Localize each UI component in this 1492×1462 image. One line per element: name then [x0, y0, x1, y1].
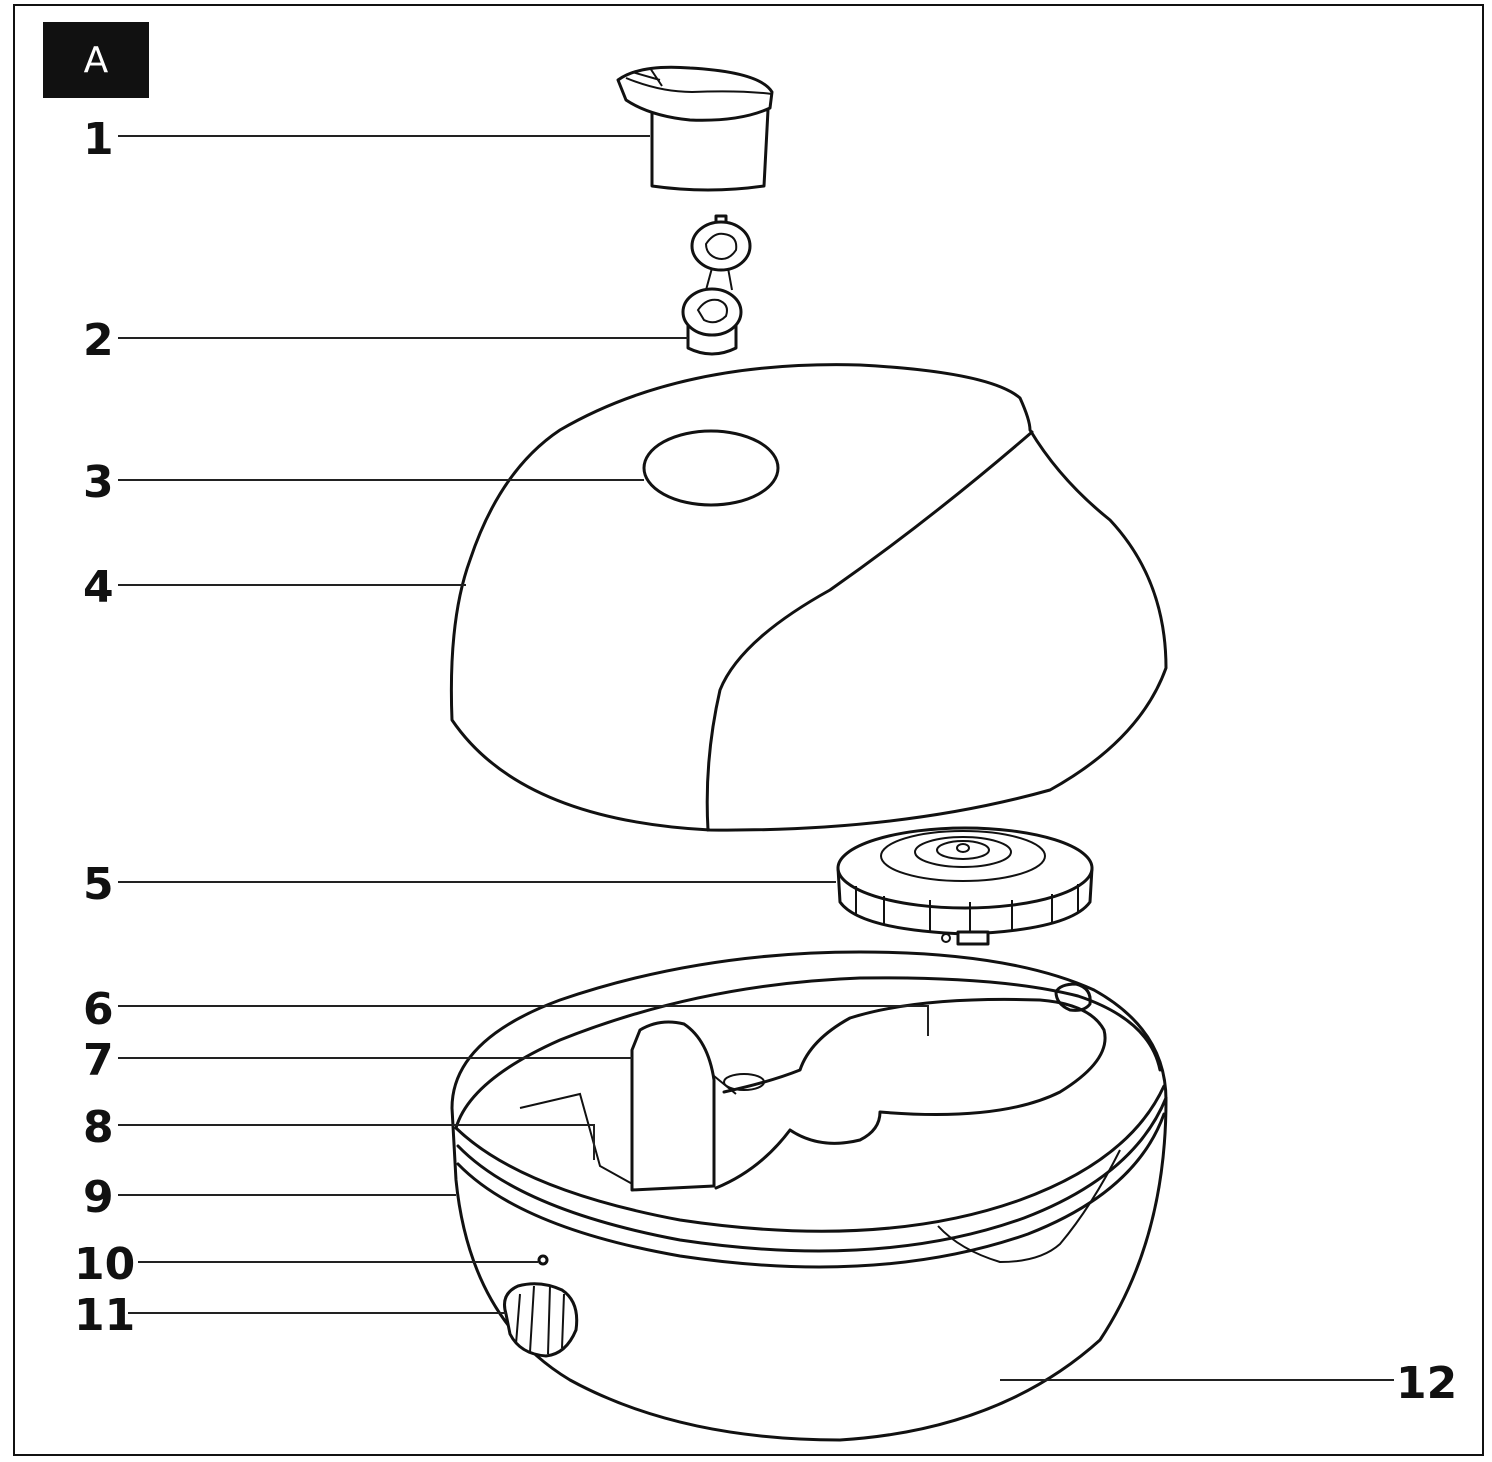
- callout-9: 9: [83, 1172, 114, 1223]
- part-refill-cap: [616, 65, 774, 192]
- part-base-tank: [450, 950, 1168, 1442]
- part-cover: [449, 363, 1168, 832]
- callout-5: 5: [83, 859, 114, 910]
- callout-4: 4: [83, 562, 114, 613]
- callout-7: 7: [83, 1035, 114, 1086]
- figure-label-badge: A: [43, 22, 149, 98]
- callout-8: 8: [83, 1102, 114, 1153]
- callout-3: 3: [83, 457, 114, 508]
- callout-6: 6: [83, 984, 114, 1035]
- part-valve: [681, 214, 752, 356]
- leader-lines: [118, 135, 1394, 1381]
- part-nozzle-disc: [836, 826, 1094, 946]
- callout-1: 1: [83, 114, 114, 165]
- callout-12: 12: [1396, 1358, 1457, 1409]
- callout-10: 10: [74, 1239, 135, 1290]
- callout-11: 11: [74, 1290, 135, 1341]
- callout-2: 2: [83, 315, 114, 366]
- figure-frame: [13, 4, 1484, 1456]
- callout-labels: 1 2 3 4 5 6 7 8 9 10 11 12: [74, 114, 1457, 1409]
